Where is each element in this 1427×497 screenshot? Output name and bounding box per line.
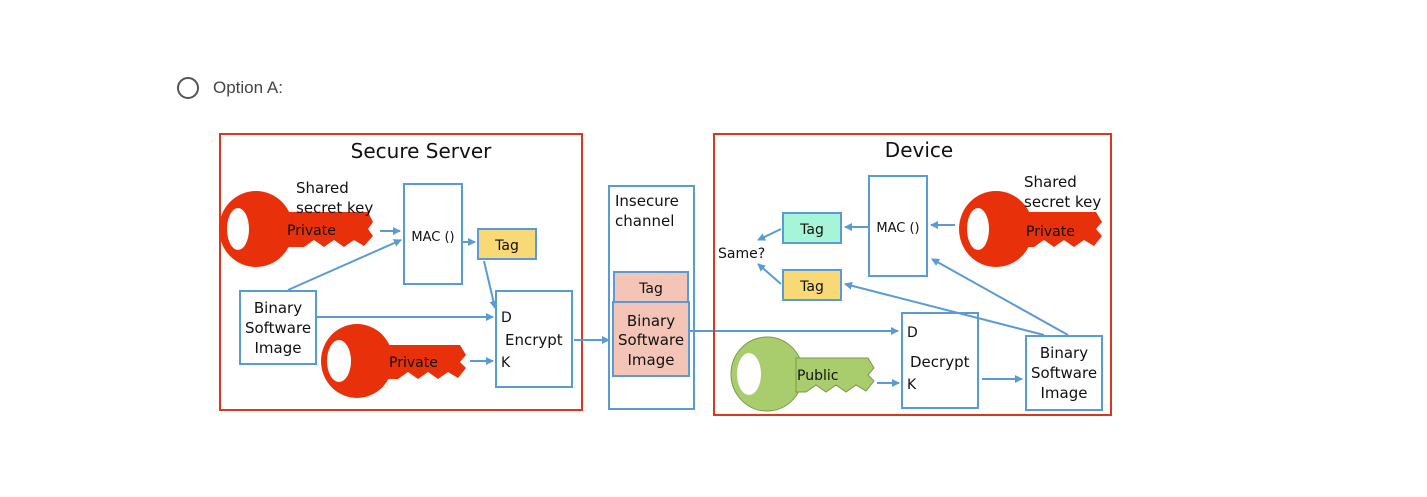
channel-image-box bbox=[612, 301, 690, 377]
binary-line1: Binary bbox=[254, 299, 302, 317]
arrow-tag-to-encrypt bbox=[483, 260, 498, 309]
device-tag-received-label: Tag bbox=[799, 279, 824, 295]
arrow-received-tag-to-same bbox=[757, 263, 782, 285]
option-label: Option A: bbox=[213, 78, 283, 97]
device-mac-box bbox=[868, 175, 928, 277]
shared-key-label-line1: Shared bbox=[296, 179, 349, 197]
arrow-computed-tag-to-same bbox=[757, 228, 782, 241]
decrypt-label: Decrypt bbox=[910, 353, 970, 371]
device-shared-key-line1: Shared bbox=[1024, 173, 1077, 191]
encrypt-d-label: D bbox=[501, 310, 512, 326]
device-shared-key-icon bbox=[959, 191, 1102, 267]
mac-box bbox=[403, 183, 463, 285]
insecure-line2: channel bbox=[615, 212, 674, 230]
encrypt-box bbox=[495, 290, 573, 388]
encrypt-k-label: K bbox=[501, 355, 511, 371]
shared-key-icon bbox=[219, 191, 373, 267]
private-key-label: Private bbox=[287, 223, 336, 239]
channel-binary-line3: Image bbox=[628, 351, 675, 369]
binary-line3: Image bbox=[255, 339, 302, 357]
device-binary-image-box bbox=[1025, 335, 1103, 411]
channel-binary-line2: Software bbox=[618, 331, 684, 349]
binary-image-box bbox=[239, 290, 317, 365]
device-binary-line3: Image bbox=[1041, 384, 1088, 402]
radio-button[interactable] bbox=[177, 77, 199, 99]
channel-binary-line1: Binary bbox=[627, 312, 675, 330]
device-private-key-label: Private bbox=[1026, 224, 1075, 240]
same-label: Same? bbox=[718, 246, 765, 262]
private-key-label-2: Private bbox=[389, 355, 438, 371]
public-key-icon bbox=[730, 336, 875, 412]
device-binary-line1: Binary bbox=[1040, 344, 1088, 362]
arrow-image-to-mac bbox=[287, 239, 402, 291]
mac-label: MAC () bbox=[411, 230, 454, 245]
tag-box bbox=[477, 228, 537, 260]
public-key-label: Public bbox=[797, 368, 838, 384]
arrow-image-to-received-tag bbox=[844, 281, 1045, 336]
insecure-line1: Insecure bbox=[615, 192, 679, 210]
encrypt-label: Encrypt bbox=[505, 331, 563, 349]
private-key-icon bbox=[321, 324, 466, 398]
decrypt-k-label: K bbox=[907, 377, 917, 393]
secure-server-frame bbox=[219, 133, 583, 411]
device-tag-computed bbox=[782, 212, 842, 244]
channel-tag-label: Tag bbox=[638, 281, 663, 297]
device-title: Device bbox=[885, 138, 953, 162]
decrypt-d-label: D bbox=[907, 325, 918, 341]
device-mac-label: MAC () bbox=[876, 221, 919, 236]
device-shared-key-line2: secret key bbox=[1024, 193, 1101, 211]
device-frame bbox=[713, 133, 1112, 416]
tag-label: Tag bbox=[494, 238, 519, 254]
shared-key-label-line2: secret key bbox=[296, 199, 373, 217]
decrypt-box bbox=[901, 312, 979, 409]
device-tag-computed-label: Tag bbox=[799, 222, 824, 238]
secure-server-title: Secure Server bbox=[351, 139, 492, 163]
device-tag-received bbox=[782, 269, 842, 301]
binary-line2: Software bbox=[245, 319, 311, 337]
arrow-image-to-devmac bbox=[931, 258, 1069, 336]
device-binary-line2: Software bbox=[1031, 364, 1097, 382]
option-a-radio[interactable]: Option A: bbox=[177, 77, 283, 99]
